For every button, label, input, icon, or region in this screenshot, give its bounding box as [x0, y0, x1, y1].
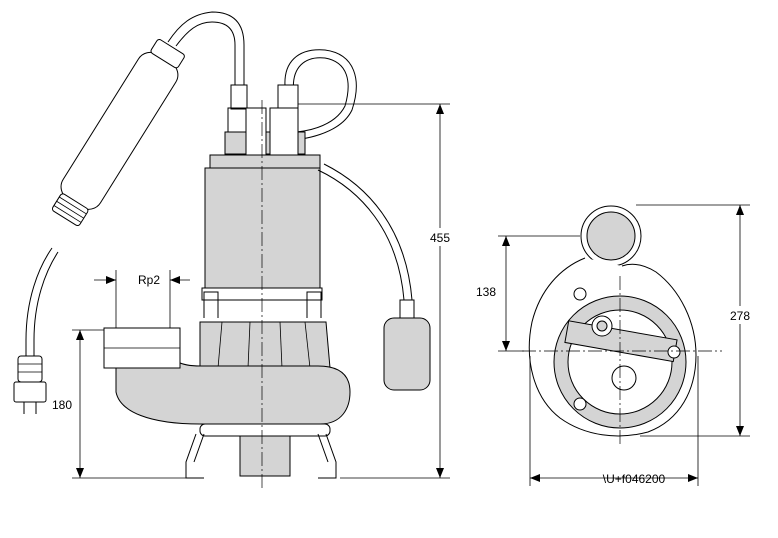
dim-outlet-height: 180 [52, 398, 72, 412]
dim-top-view-height: 278 [730, 309, 750, 323]
power-cable [167, 11, 251, 133]
top-view: 278 138 \U+f046200 [476, 204, 758, 486]
motor-head [209, 107, 321, 179]
float-switch [317, 163, 431, 391]
dim-overall-height: 455 [430, 231, 450, 245]
plug-cable [13, 247, 59, 414]
control-box [51, 39, 185, 227]
motor-housing [204, 167, 321, 295]
pump-body [199, 321, 331, 369]
dim-top-view-offset: 138 [476, 285, 496, 299]
dim-top-view-width: \U+f046200 [603, 472, 666, 486]
side-view: 455 180 Rp2 [13, 11, 456, 490]
dim-outlet-thread: Rp2 [138, 273, 160, 287]
